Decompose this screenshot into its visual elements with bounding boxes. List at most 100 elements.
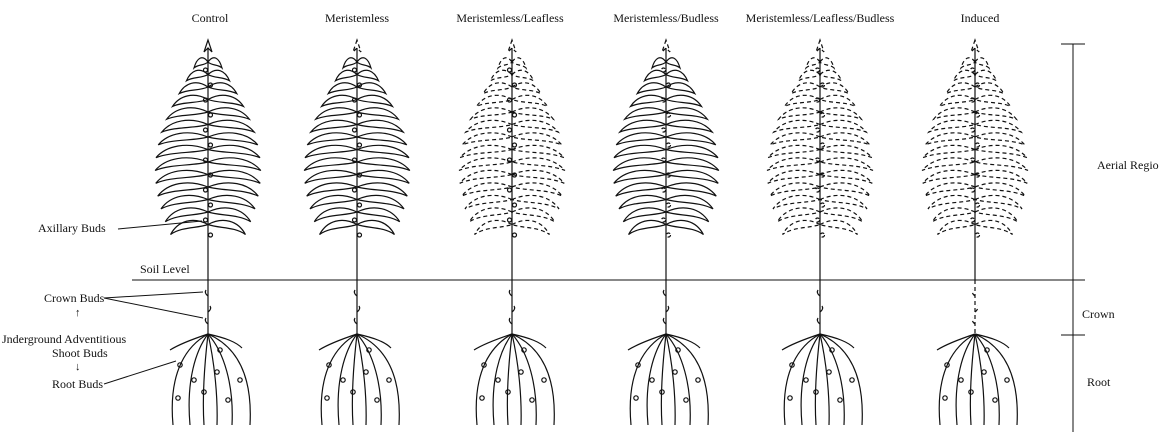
leaf (512, 170, 564, 183)
root-bud (226, 398, 230, 402)
leaf (923, 170, 975, 183)
leaf (820, 170, 872, 183)
leaf (208, 108, 249, 119)
root-bud (993, 398, 997, 402)
leaf (925, 133, 975, 145)
leaf (773, 195, 820, 208)
annotation-lines (104, 44, 1085, 432)
leaf (820, 70, 842, 81)
leaf (208, 195, 255, 208)
plant-control (155, 40, 261, 425)
leaf (161, 195, 208, 208)
leaf (483, 83, 512, 94)
leaf (357, 133, 407, 145)
axillary-bud (353, 188, 357, 192)
axillary-bud (976, 143, 980, 147)
leaf (314, 208, 357, 222)
leaf (820, 108, 861, 119)
axillary-bud (508, 218, 512, 222)
leaf (357, 120, 403, 132)
root-bud (827, 370, 831, 374)
leaf (469, 208, 512, 222)
leaf (631, 95, 666, 106)
axillary-bud (358, 143, 362, 147)
leaf (614, 170, 666, 183)
leaf (512, 158, 565, 171)
root (476, 334, 512, 425)
root-bud (480, 396, 484, 400)
plant-meristemless-budless (613, 40, 719, 425)
leaf (208, 133, 258, 145)
leaf (932, 208, 975, 222)
leaf (616, 133, 666, 145)
leaf (666, 195, 713, 208)
underground-label-line1: Jnderground Adventitious (2, 333, 126, 346)
leaf (512, 208, 555, 222)
leaf (466, 120, 512, 132)
leaf (820, 120, 866, 132)
axillary-bud (971, 218, 975, 222)
root (666, 334, 675, 425)
leaf (666, 133, 716, 145)
leaf (770, 183, 820, 196)
leaf (158, 133, 208, 145)
axillary-bud (667, 143, 671, 147)
axillary-bud (821, 233, 825, 237)
axillary-bud (204, 68, 208, 72)
leaf (512, 195, 559, 208)
leaf (975, 183, 1025, 196)
axillary-bud (971, 188, 975, 192)
axillary-bud (662, 218, 666, 222)
root (630, 334, 666, 425)
crown-buds-label: Crown Buds (44, 292, 104, 305)
leaf (666, 120, 712, 132)
root-bud (530, 398, 534, 402)
leaf (462, 183, 512, 196)
leaf (666, 208, 709, 222)
leaf (975, 195, 1022, 208)
column-title-meristemless-leafless: Meristemless/Leafless (456, 11, 563, 26)
column-title-meristemless-budless: Meristemless/Budless (613, 11, 718, 26)
axillary-bud (204, 188, 208, 192)
root-bud (959, 378, 963, 382)
leaf (194, 58, 208, 68)
leaf (208, 95, 243, 106)
plant-meristemless-leafless-budless (767, 40, 873, 425)
leaf (208, 208, 251, 222)
leaf (208, 70, 230, 81)
plant-meristemless (304, 40, 410, 425)
leaf (320, 220, 357, 234)
leaf (512, 220, 549, 234)
leaf (357, 208, 400, 222)
leaf (357, 195, 404, 208)
leaf (620, 120, 666, 132)
leaf (459, 158, 512, 171)
leaf (465, 195, 512, 208)
leaf (512, 58, 526, 68)
leaf (777, 208, 820, 222)
leaf (820, 145, 872, 157)
axillary-bud (204, 128, 208, 132)
leaf (975, 95, 1010, 106)
axillary-bud (209, 203, 213, 207)
leaf (614, 145, 666, 157)
root-bud (176, 396, 180, 400)
axillary-bud (513, 113, 517, 117)
crown-region-label: Crown (1082, 307, 1115, 322)
leaf (512, 133, 562, 145)
leaf (820, 208, 863, 222)
leaf (304, 158, 357, 171)
leaf (975, 208, 1018, 222)
leaf (357, 95, 392, 106)
root (203, 334, 208, 425)
leaf (462, 133, 512, 145)
leaf (666, 145, 718, 157)
root-bud (496, 378, 500, 382)
leaf (208, 145, 260, 157)
root-bud (673, 370, 677, 374)
axillary-bud (971, 68, 975, 72)
leaf (767, 158, 820, 171)
root-bud (325, 396, 329, 400)
root-bud (387, 378, 391, 382)
leaf (938, 220, 975, 234)
